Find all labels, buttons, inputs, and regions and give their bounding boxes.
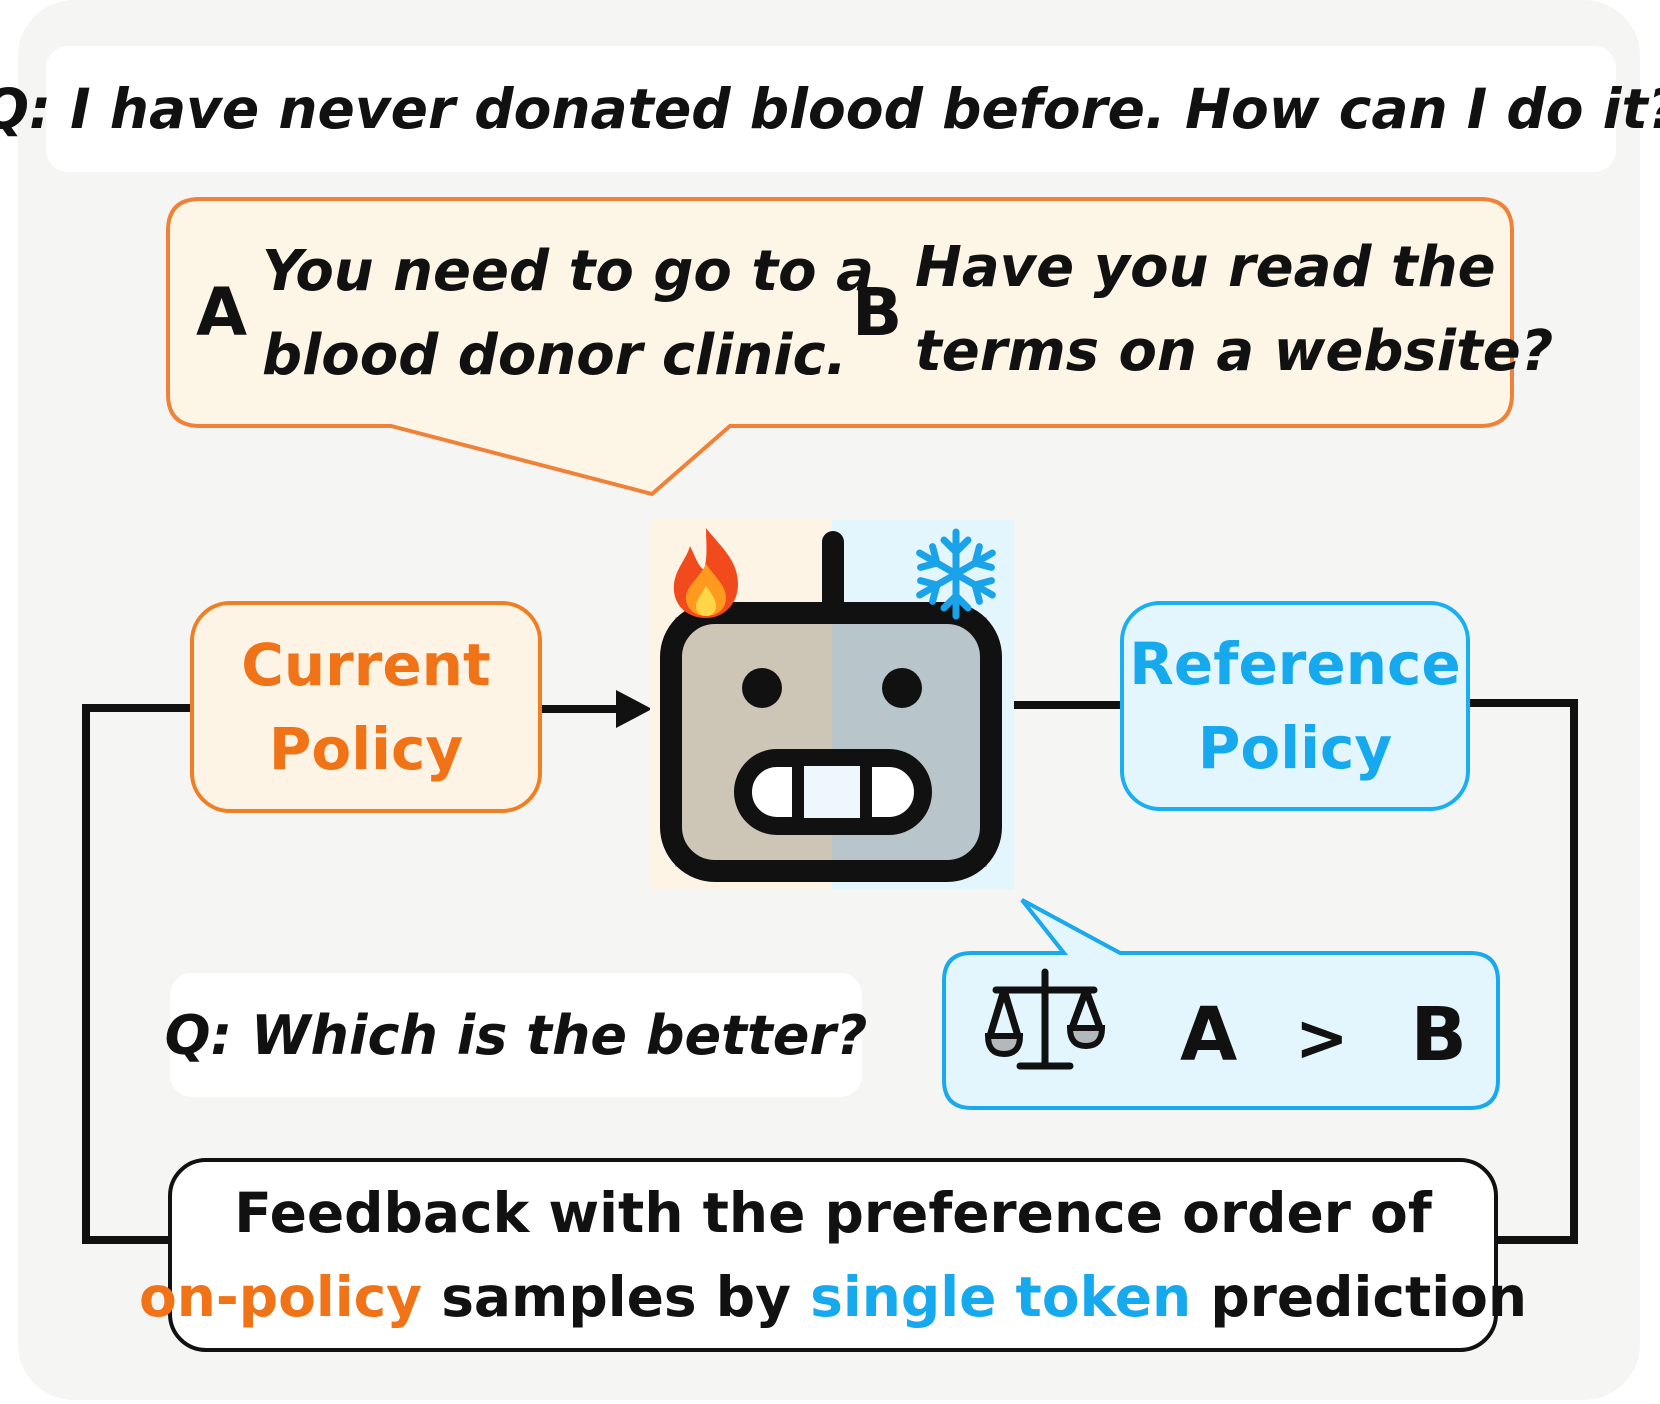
response-bubble: [166, 197, 1514, 497]
reference-policy-line2: Policy: [1197, 714, 1393, 782]
current-policy-line2: Policy: [268, 715, 464, 783]
feedback-box: Feedback with the preference order of on…: [139, 1158, 1527, 1352]
reference-policy-box: Reference Policy: [1120, 601, 1470, 811]
response-a-line1: You need to go to a: [262, 239, 874, 304]
response-b-text: Have you read the terms on a website?: [915, 226, 1554, 394]
current-policy-line1: Current: [241, 631, 491, 699]
question-text: Q: I have never donated blood before. Ho…: [0, 77, 1660, 141]
feedback-loop-left-line: [82, 704, 190, 1244]
feedback-line1: Feedback with the preference order of: [234, 1181, 1432, 1245]
reference-policy-line1: Reference: [1129, 630, 1461, 698]
comparison-left: A: [1180, 992, 1238, 1078]
arrow-icon: [616, 690, 652, 728]
single-token-highlight: single token: [810, 1265, 1192, 1329]
comparison-right: B: [1410, 992, 1467, 1078]
which-question-text: Q: Which is the better?: [164, 1003, 868, 1067]
on-policy-highlight: on-policy: [138, 1265, 423, 1329]
response-a-letter: A: [196, 274, 248, 351]
feedback-loop-right-line: [1470, 699, 1578, 1244]
comparison-operator: >: [1295, 1002, 1349, 1076]
response-a-text: You need to go to a blood donor clinic.: [262, 230, 874, 398]
response-b-line1: Have you read the: [915, 235, 1496, 300]
feedback-middle: samples by: [422, 1265, 811, 1329]
response-b-letter: B: [852, 274, 903, 351]
response-b-line2: terms on a website?: [915, 319, 1554, 384]
response-a-line2: blood donor clinic.: [262, 323, 847, 388]
current-policy-box: Current Policy: [190, 601, 542, 813]
fire-icon: [673, 528, 738, 618]
question-box: Q: I have never donated blood before. Ho…: [0, 46, 1660, 172]
feedback-end: prediction: [1191, 1265, 1528, 1329]
feedback-line2: on-policy samples by single token predic…: [139, 1255, 1527, 1339]
scale-icon: [984, 968, 1106, 1070]
which-question-box: Q: Which is the better?: [165, 973, 867, 1097]
preference-bubble: [942, 898, 1500, 1110]
comparison-result: A > B: [1180, 992, 1467, 1078]
snowflake-icon: [916, 528, 996, 620]
